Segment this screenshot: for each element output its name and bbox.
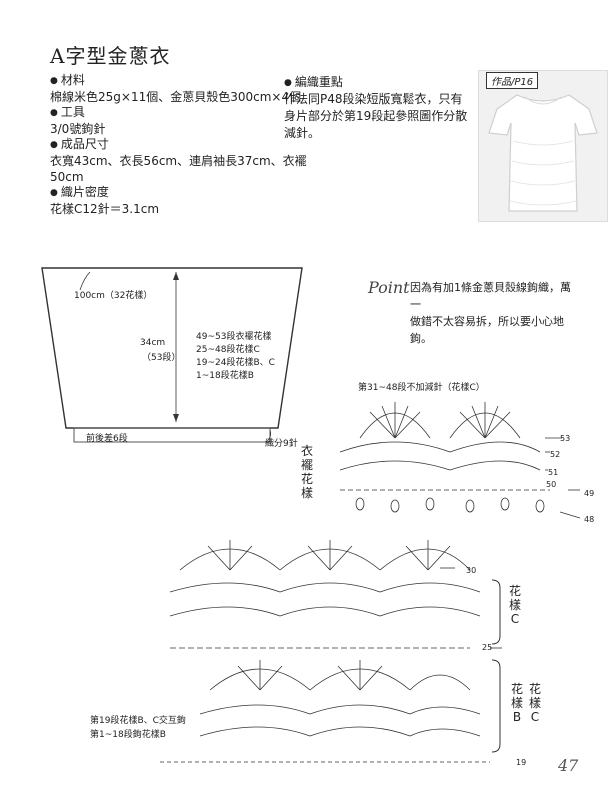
gauge-section: 織片密度 花樣C12針＝3.1cm xyxy=(50,184,159,217)
garment-photo xyxy=(478,70,608,222)
tools-text: 3/0號鉤針 xyxy=(50,122,106,136)
gauge-text: 花樣C12針＝3.1cm xyxy=(50,202,160,216)
label-pattern-c2: 花樣C xyxy=(528,682,541,724)
point-line2: 做錯不太容易拆，所以要小心地鉤。 xyxy=(410,315,564,345)
row-mark-52: 52 xyxy=(550,450,561,459)
row-mark-25: 25 xyxy=(482,643,493,652)
bottom-fan-row-lower xyxy=(209,660,471,691)
row-mark-53: 53 xyxy=(560,434,571,443)
materials-heading: 材料 xyxy=(50,72,301,89)
top-crochet-chart xyxy=(339,402,581,519)
row-mark-49: 49 xyxy=(584,489,595,498)
label-pattern-c: 花樣C xyxy=(508,584,521,626)
top-fan-2 xyxy=(449,402,521,439)
size-section: 成品尺寸 衣寬43cm、衣長56cm、連肩袖長37cm、衣襬 50cm xyxy=(50,136,307,185)
size-heading: 成品尺寸 xyxy=(50,136,307,153)
size-line2: 50cm xyxy=(50,170,84,184)
row-mark-30: 30 xyxy=(466,566,477,575)
schematic-row-1: 49~53段衣襬花樣 xyxy=(196,332,272,342)
schematic-width-label: 100cm（32花樣） xyxy=(74,291,153,301)
materials-section: 材料 棉線米色25g×11個、金蔥貝殼色300cm×4個 xyxy=(50,72,301,105)
bottom-chart-note1: 第19段花樣B、C交互鉤 xyxy=(90,716,186,726)
top-picot-row xyxy=(355,497,545,513)
schematic-height-label: 34cm xyxy=(140,338,166,348)
top-fan-1 xyxy=(359,402,431,439)
schematic-row-list: 49~53段衣襬花樣 25~48段花樣C 19~24段花樣B、C 1~18段花樣… xyxy=(196,331,275,383)
top-chart-caption: 第31~48段不加減針（花樣C） xyxy=(358,383,485,393)
schematic-row-4: 1~18段花樣B xyxy=(196,371,254,381)
garment-schematic xyxy=(41,267,303,443)
top-chart-side-label: 衣襬花樣 xyxy=(300,444,313,500)
knitting-notes: 編織重點 作法同P48段染短版寬鬆衣，只有 身片部分於第19段起參照圖作分散 減… xyxy=(284,74,474,142)
point-text: 因為有加1條金蔥貝殼線鉤織，萬一 做錯不太容易拆，所以要小心地鉤。 xyxy=(410,279,580,347)
point-word: Point xyxy=(368,278,410,297)
row-mark-19: 19 xyxy=(516,758,527,767)
row-mark-51: 51 xyxy=(548,468,559,477)
bottom-chart-note2: 第1~18段鉤花樣B xyxy=(90,730,166,740)
garment-photo-illustration xyxy=(488,94,598,212)
knitting-notes-line2: 身片部分於第19段起參照圖作分散 xyxy=(284,109,468,123)
label-pattern-b: 花樣B xyxy=(510,682,523,724)
point-line1: 因為有加1條金蔥貝殼線鉤織，萬一 xyxy=(410,281,571,311)
tools-section: 工具 3/0號鉤針 xyxy=(50,104,105,137)
schematic-row-3: 19~24段花樣B、C xyxy=(196,358,275,368)
gauge-heading: 織片密度 xyxy=(50,184,159,201)
tools-heading: 工具 xyxy=(50,104,105,121)
knitting-notes-heading: 編織重點 xyxy=(284,75,343,89)
schematic-side-label: 織分9針 xyxy=(265,439,298,449)
bottom-fan-row-upper xyxy=(179,540,471,571)
size-line1: 衣寬43cm、衣長56cm、連肩袖長37cm、衣襬 xyxy=(50,154,307,168)
page-title: A字型金蔥衣 xyxy=(50,44,171,68)
bottom-crochet-chart xyxy=(160,540,502,763)
schematic-bottom-label: 前後差6段 xyxy=(86,434,128,444)
knitting-notes-line3: 減針。 xyxy=(284,126,321,140)
knitting-notes-line1: 作法同P48段染短版寬鬆衣，只有 xyxy=(284,92,463,106)
photo-label: 作品/P16 xyxy=(486,72,539,89)
page-number: 47 xyxy=(558,756,579,775)
materials-text: 棉線米色25g×11個、金蔥貝殼色300cm×4個 xyxy=(50,90,302,104)
row-mark-50: 50 xyxy=(546,480,557,489)
chart-brackets xyxy=(491,579,501,753)
schematic-height-rows: （53段） xyxy=(142,353,181,363)
schematic-row-2: 25~48段花樣C xyxy=(196,345,260,355)
row-mark-48: 48 xyxy=(584,515,595,524)
